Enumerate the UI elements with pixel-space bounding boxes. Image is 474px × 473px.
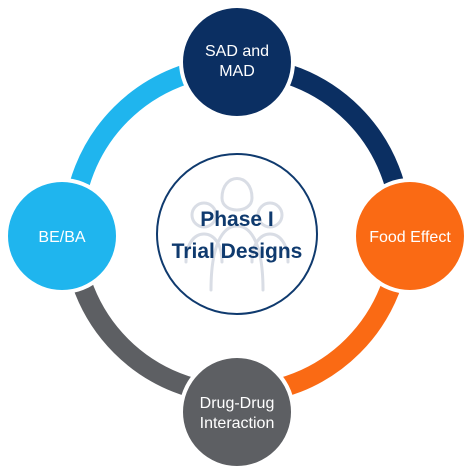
node-sad-mad-label-line-2: MAD [219, 63, 255, 80]
node-food-effect: Food Effect [352, 178, 468, 294]
node-be-ba-label: BE/BA [38, 229, 85, 246]
center-title-line-2: Trial Designs [172, 240, 303, 263]
node-drug-drug-interaction: Drug-Drug Interaction [179, 354, 295, 470]
node-food-effect-label: Food Effect [369, 229, 451, 246]
node-be-ba: BE/BA [4, 178, 120, 294]
center-circle [156, 153, 318, 315]
node-ddi-label-line-2: Interaction [200, 415, 275, 432]
node-sad-mad: SAD and MAD [179, 4, 295, 120]
center-title-line-1: Phase I [200, 208, 274, 231]
people-group-icon [184, 177, 290, 292]
node-ddi-label-line-1: Drug-Drug [200, 395, 275, 412]
node-sad-mad-label-line-1: SAD and [205, 43, 269, 60]
